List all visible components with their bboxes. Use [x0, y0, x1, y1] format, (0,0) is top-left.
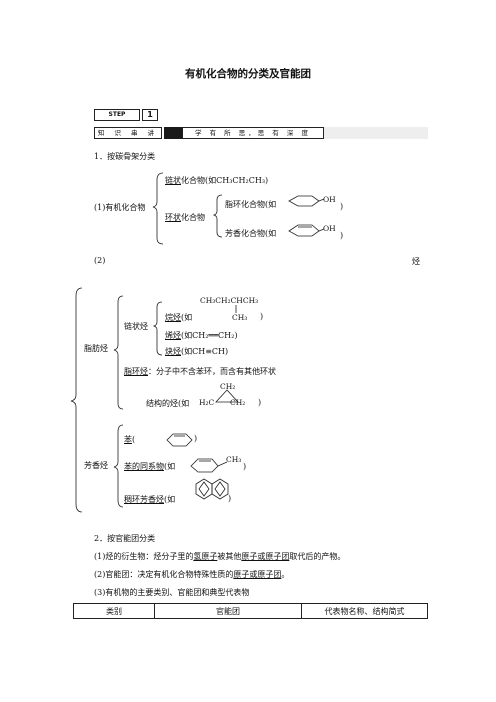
chain-compound-line: 链状化合物(如CH₃CH₂CH₃) [165, 176, 269, 185]
alkyne-line: 炔烃(如CH≡CH) [165, 347, 229, 356]
fused-line: 稠环芳香烃(如 [124, 495, 176, 504]
brace-ring [212, 194, 223, 238]
chain-hc-label: 链状烃 [124, 322, 148, 331]
alkane-branch: CH₃ [232, 313, 248, 322]
homolog-line: 苯的同系物(如 [124, 462, 176, 471]
cyclohexane-ring [288, 195, 320, 207]
banner-right: 学 有 所 思，思 有 深 度 [182, 127, 324, 139]
paren-1: ) [340, 202, 344, 211]
banner-divider [164, 127, 182, 139]
cyclo-line-2: 结构的烃(如 [146, 399, 190, 408]
table-header-cell: 类别 [73, 603, 155, 619]
section1-heading: 1．按碳骨架分类 [94, 152, 156, 161]
section2-line2: (2)官能团：决定有机化合物特殊性质的原子或原子团。 [94, 570, 290, 579]
table-header-row: 类别 官能团 代表物名称、结构简式 [73, 603, 428, 619]
cp-right: CH₂ [230, 398, 246, 407]
table-header-cell: 代表物名称、结构简式 [301, 603, 428, 619]
section2-line1: (1)烃的衍生物：烃分子里的氢原子被其他原子或原子团取代后的产物。 [94, 552, 346, 561]
benzene-paren: ) [194, 434, 198, 443]
page-title: 有机化合物的分类及官能团 [185, 68, 311, 80]
alkene-line: 烯烃(如CH₂══CH₂) [165, 331, 238, 340]
brace-aliphatic [113, 295, 124, 410]
aromatic-line: 芳香化合物(如 [225, 229, 277, 238]
cp-top: CH₂ [220, 382, 236, 391]
homolog-paren: ) [243, 462, 247, 471]
section2-heading: 2．按官能团分类 [94, 534, 156, 543]
aromatic-label: 芳香烃 [84, 461, 108, 470]
cp-left: H₂C [199, 398, 215, 407]
oh-label-1: OH [323, 195, 336, 204]
brace-aromatic [113, 424, 124, 508]
fused-paren: ) [228, 494, 232, 503]
benzene-ring [166, 433, 193, 447]
banner-left: 知 识 串 讲 [94, 127, 162, 139]
step-label: STEP [94, 109, 140, 121]
step-number: 1 [142, 109, 158, 121]
item2-right: 烃 [412, 257, 420, 266]
cp-paren: ) [258, 398, 262, 407]
item2-label: (2) [94, 256, 106, 265]
oh-label-2: OH [323, 224, 336, 233]
cyclopropane-ring [215, 389, 239, 403]
banner-fill [324, 127, 428, 139]
benzene-line: 苯( [124, 435, 136, 444]
aliphatic-label: 脂肪烃 [84, 344, 108, 353]
functional-group-table: 类别 官能团 代表物名称、结构简式 [73, 603, 428, 619]
brace-chain [152, 301, 163, 356]
brace-organic [152, 172, 164, 245]
section2-line3: (3)有机物的主要类别、官能团和典型代表物 [94, 588, 250, 597]
naphthalene-ring-2 [211, 478, 229, 500]
alkane-paren: ) [260, 312, 264, 321]
alkane-top-formula: CH₃CH₂CHCH₃ [200, 296, 259, 305]
paren-2: ) [340, 231, 344, 240]
alicyclic-line: 脂环化合物(如 [225, 200, 277, 209]
cyclo-line: 脂环烃：分子中不含苯环，而含有其他环状 [124, 367, 276, 376]
methyl-label: CH₃ [226, 455, 242, 464]
ring-compound-line: 环状化合物 [165, 213, 205, 222]
organic-compound-label: (1)有机化合物 [94, 203, 146, 212]
brace-hydrocarbon [70, 287, 83, 513]
alkane-line: 烷烃(如 [165, 313, 193, 322]
